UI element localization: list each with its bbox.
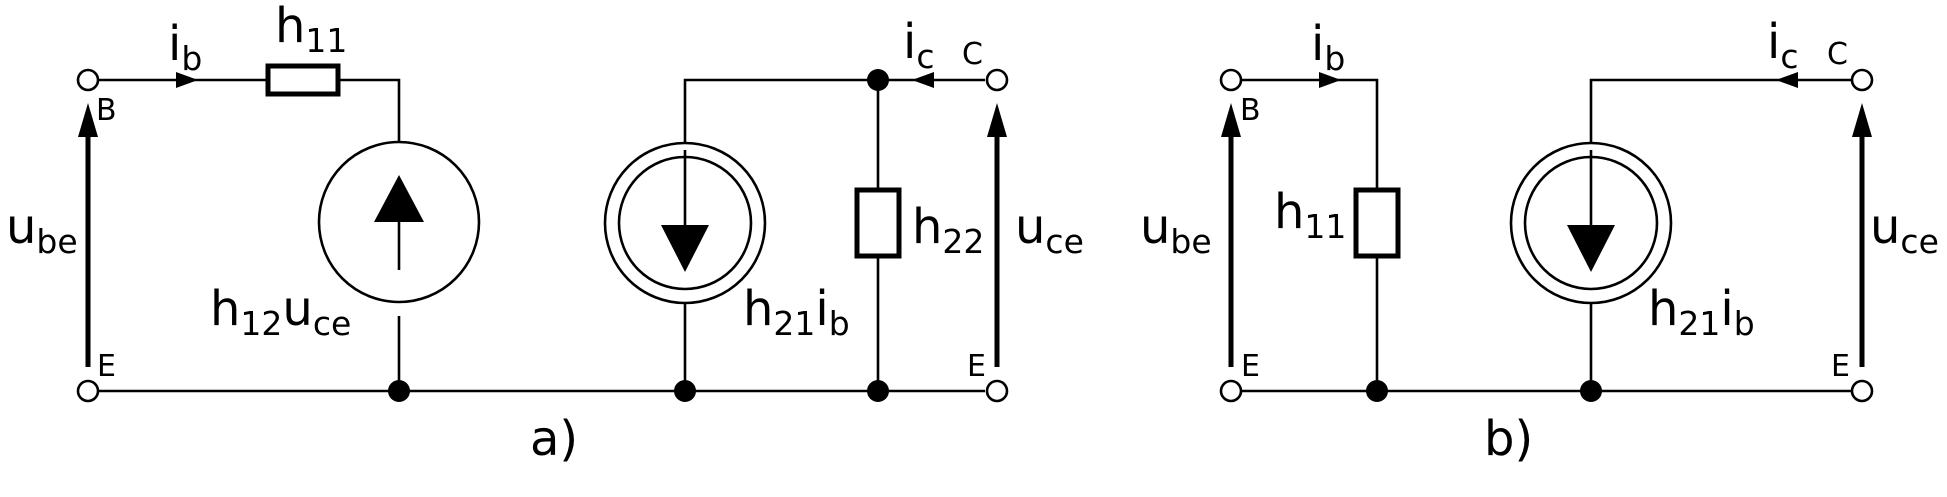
a-source1-u: u — [282, 281, 312, 337]
b-source-i: i — [1720, 281, 1733, 337]
b-ib-arrow — [1319, 72, 1341, 88]
a-h11-main: h — [275, 0, 305, 54]
a-source2-label: h21ib — [743, 281, 850, 343]
b-uce-label: uce — [1870, 199, 1939, 261]
a-source1-h: h — [210, 281, 240, 337]
b-pin-e-left: E — [1241, 349, 1260, 384]
b-source-label: h21ib — [1648, 281, 1755, 343]
b-pin-e-right: E — [1831, 349, 1850, 384]
a-ib-sub: b — [181, 39, 202, 78]
a-uce-sub: ce — [1045, 222, 1083, 261]
b-output-top-wire — [1589, 78, 1853, 143]
b-uce-sub: ce — [1900, 222, 1938, 261]
circuit-a: B C E E ib h11 ic ube h12uce h21ib h22 u… — [6, 0, 1084, 467]
a-h22-label: h22 — [912, 199, 984, 261]
b-uce-arrow-icon — [1852, 103, 1872, 137]
a-source1-label: h12uce — [210, 281, 351, 343]
b-input-wire — [1240, 78, 1379, 391]
a-caption: a) — [530, 411, 578, 467]
a-node-bottom-1 — [388, 380, 410, 402]
a-node-bottom-2 — [674, 380, 696, 402]
a-h11-resistor — [265, 63, 341, 97]
a-pin-e-right: E — [967, 349, 986, 384]
a-terminal-e-left — [76, 379, 100, 403]
b-ube-main: u — [1140, 199, 1170, 255]
a-ic-sub: c — [916, 37, 934, 76]
a-source2-h: h — [743, 281, 773, 337]
a-pin-e-left: E — [97, 349, 116, 384]
b-h11-resistor — [1353, 187, 1401, 259]
b-terminal-e-left — [1219, 379, 1243, 403]
a-h22-resistor — [854, 187, 902, 259]
b-source-isub: b — [1734, 304, 1755, 343]
a-h22-sub: 22 — [942, 222, 984, 261]
b-pin-c: C — [1827, 37, 1848, 72]
a-ic-label: ic — [903, 14, 935, 76]
circuit-b: B C E E ib ic ube h11 h21ib uce b) — [1140, 14, 1939, 467]
b-node-bottom-2 — [1580, 380, 1602, 402]
a-source2-i: i — [815, 281, 828, 337]
a-ube-label: ube — [6, 199, 78, 261]
b-source-h: h — [1648, 281, 1678, 337]
a-ube-arrow-icon — [78, 103, 98, 137]
a-uce-arrow-icon — [987, 103, 1007, 137]
a-uce-label: uce — [1015, 199, 1084, 261]
a-terminal-b — [76, 68, 100, 92]
a-voltage-source-arrow-icon — [374, 175, 424, 222]
b-ic-label: ic — [1767, 14, 1799, 76]
b-ib-sub: b — [1324, 39, 1345, 78]
a-ic-main: i — [903, 14, 916, 70]
b-terminal-e-right — [1850, 379, 1874, 403]
a-ib-main: i — [168, 16, 181, 72]
a-uce-main: u — [1015, 199, 1045, 255]
a-terminal-e-right — [985, 379, 1009, 403]
b-ube-sub: be — [1170, 222, 1211, 261]
b-ic-sub: c — [1780, 37, 1798, 76]
a-source2-hsub: 21 — [773, 304, 815, 343]
b-ic-arrow — [1776, 72, 1798, 88]
b-ic-main: i — [1767, 14, 1780, 70]
b-terminal-b — [1219, 68, 1243, 92]
b-h11-sub: 11 — [1304, 207, 1346, 246]
b-h11-main: h — [1274, 184, 1304, 240]
b-pin-b: B — [1240, 93, 1261, 128]
a-node-bottom-3 — [867, 380, 889, 402]
a-ib-arrow — [176, 72, 198, 88]
b-ib-label: ib — [1311, 16, 1345, 78]
a-source1-usub: ce — [313, 304, 351, 343]
b-ube-arrow-icon — [1221, 103, 1241, 137]
a-source2-isub: b — [829, 304, 850, 343]
b-terminal-c — [1850, 68, 1874, 92]
a-terminal-c — [985, 68, 1009, 92]
a-h11-sub: 11 — [305, 21, 347, 60]
b-uce-main: u — [1870, 199, 1900, 255]
b-node-bottom-1 — [1366, 380, 1388, 402]
b-current-source-arrow-icon — [1567, 225, 1615, 272]
a-node-c — [867, 69, 889, 91]
a-source1-hsub: 12 — [240, 304, 282, 343]
a-ic-arrow — [912, 72, 934, 88]
b-h11-label: h11 — [1274, 184, 1346, 246]
a-current-source-arrow-icon — [661, 225, 709, 272]
b-caption: b) — [1484, 411, 1533, 467]
a-h11-label: h11 — [275, 0, 347, 60]
a-h22-main: h — [912, 199, 942, 255]
b-ube-label: ube — [1140, 199, 1212, 261]
a-ib-label: ib — [168, 16, 202, 78]
b-ib-main: i — [1311, 16, 1324, 72]
a-ube-main: u — [6, 199, 36, 255]
a-output-top-wire — [683, 78, 985, 143]
a-pin-c: C — [962, 37, 983, 72]
a-pin-b: B — [96, 93, 117, 128]
b-source-hsub: 21 — [1678, 304, 1720, 343]
a-ube-sub: be — [36, 222, 77, 261]
